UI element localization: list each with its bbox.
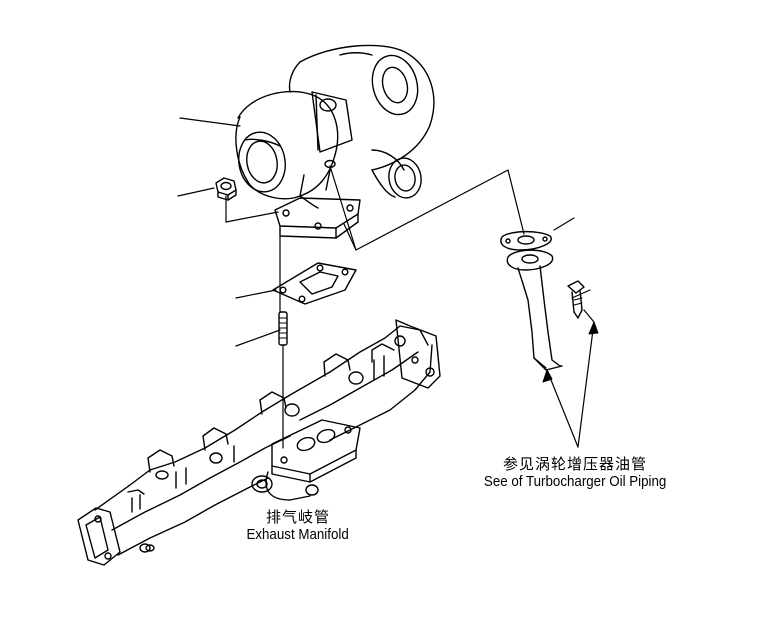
leader-lines bbox=[178, 118, 594, 448]
turbine-gasket bbox=[273, 263, 356, 304]
exhaust-manifold-caption-en: Exhaust Manifold bbox=[246, 527, 350, 544]
leader-small-gasket bbox=[554, 218, 574, 230]
leader-stud bbox=[236, 330, 280, 346]
leader-turbocharger bbox=[180, 118, 240, 126]
exhaust-manifold-caption: 排气岐管 Exhaust Manifold bbox=[228, 508, 368, 545]
exhaust-manifold-caption-zh: 排气岐管 bbox=[265, 508, 330, 526]
oil-piping-caption-zh: 参见涡轮增压器油管 bbox=[502, 455, 647, 473]
leader-nut bbox=[178, 188, 214, 196]
arrow-heads bbox=[543, 322, 598, 382]
stud-bolt bbox=[279, 312, 287, 345]
oil-piping-caption-en: See of Turbocharger Oil Piping bbox=[483, 474, 667, 491]
oil-piping-caption: 参见涡轮增压器油管 See of Turbocharger Oil Piping bbox=[460, 455, 690, 492]
leader-gasket bbox=[236, 290, 276, 298]
exhaust-manifold bbox=[78, 320, 440, 565]
leader-bolt bbox=[572, 290, 590, 298]
hex-nut bbox=[216, 178, 236, 200]
oil-return-pipe bbox=[501, 232, 584, 370]
turbocharger bbox=[234, 45, 434, 238]
